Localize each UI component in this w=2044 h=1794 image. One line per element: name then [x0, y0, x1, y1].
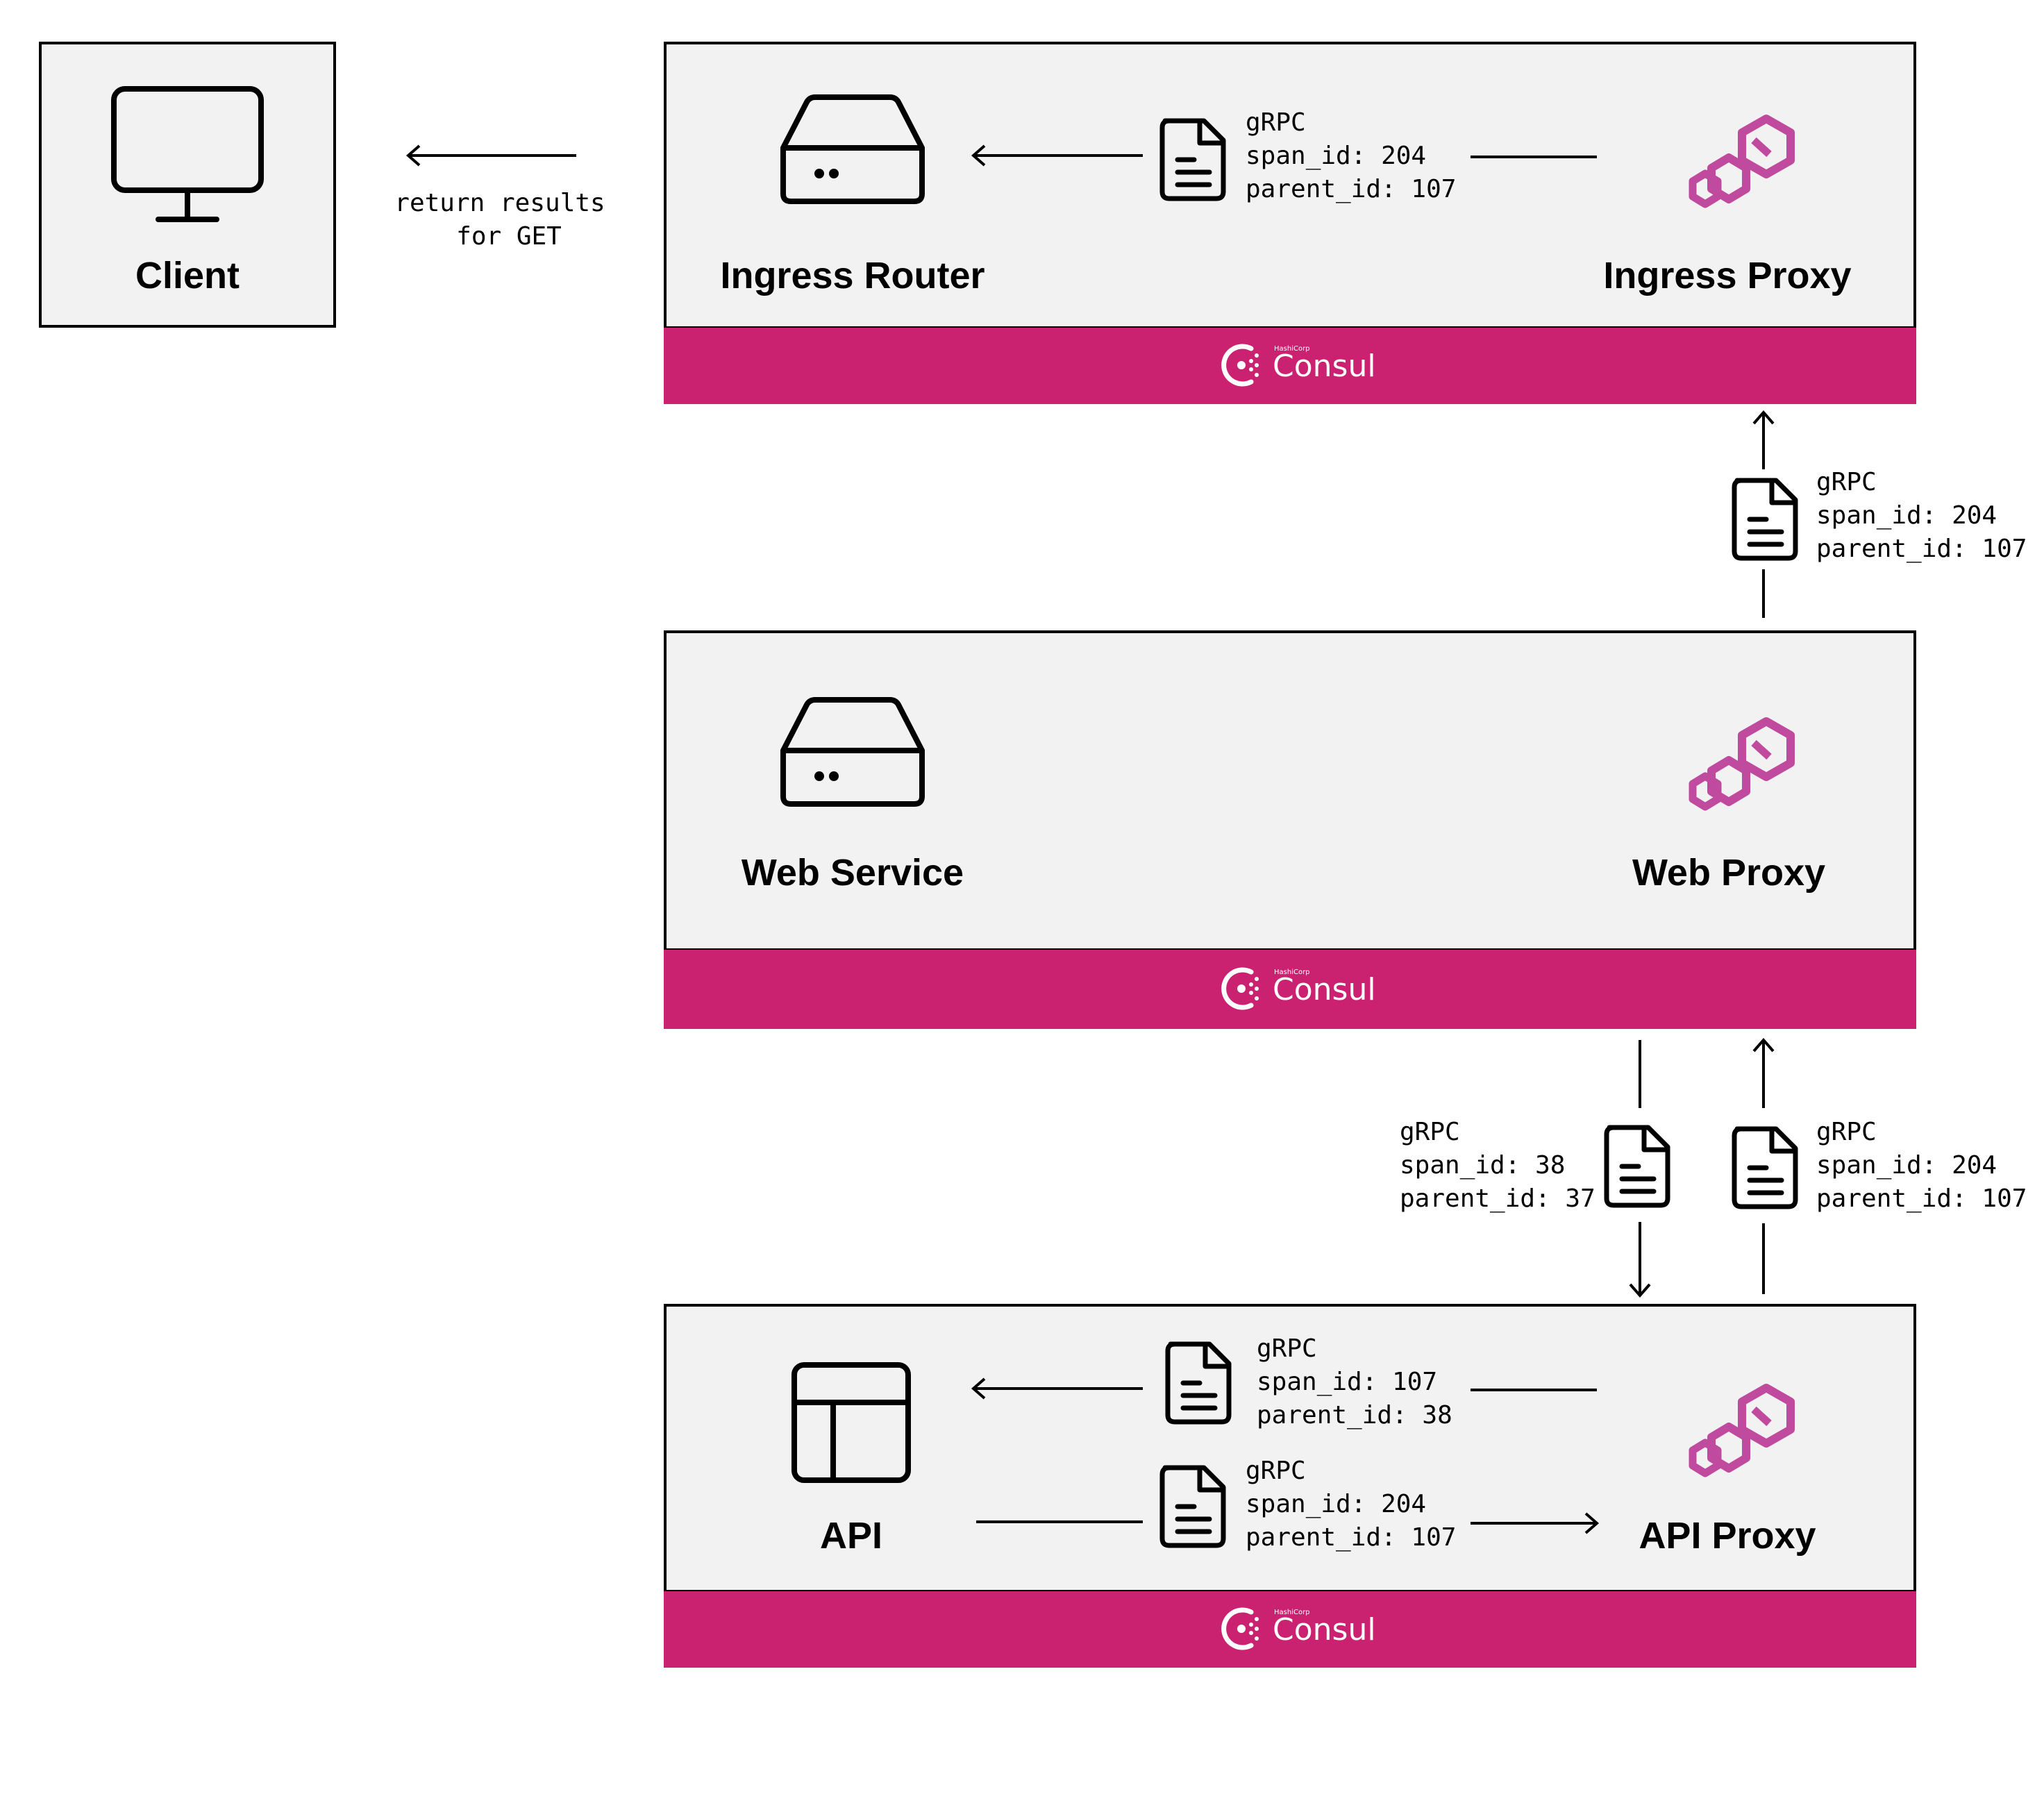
client-label: Client: [135, 255, 240, 296]
brand-name: Consul: [1273, 349, 1376, 384]
return-results-edge: return results for GET: [394, 144, 605, 251]
api-proxy-label: API Proxy: [1639, 1515, 1816, 1557]
grpc-label: gRPC: [1257, 1334, 1317, 1363]
brand-vendor: HashiCorp: [1274, 345, 1310, 353]
parent-id-label: parent_id: 38: [1257, 1401, 1452, 1430]
grpc-label: gRPC: [1400, 1118, 1460, 1146]
web-to-api-edge: gRPC span_id: 38 parent_id: 37: [1400, 1040, 1668, 1298]
api-to-web-edge: gRPC span_id: 204 parent_id: 107: [1734, 1037, 2027, 1294]
grpc-label: gRPC: [1246, 1457, 1306, 1485]
span-id-label: span_id: 204: [1816, 1151, 1997, 1180]
consul-logo: HashiCorp Consul: [1224, 1609, 1376, 1648]
api-label: API: [820, 1515, 882, 1557]
proxy-to-api-edge: gRPC span_id: 107 parent_id: 38: [971, 1334, 1597, 1430]
span-id-label: span_id: 204: [1246, 1490, 1426, 1518]
api-panel: HashiCorp Consul API API Proxy gRPC span…: [664, 1304, 1916, 1668]
parent-id-label: parent_id: 107: [1816, 1184, 2027, 1213]
brand-vendor: HashiCorp: [1274, 969, 1310, 976]
edge-label-line1: return results: [394, 189, 605, 217]
grpc-label: gRPC: [1816, 1118, 1877, 1146]
grpc-label: gRPC: [1816, 468, 1877, 496]
grpc-label: gRPC: [1246, 108, 1306, 137]
edge-label-line2: for GET: [456, 222, 562, 251]
parent-id-label: parent_id: 107: [1246, 1523, 1456, 1552]
document-icon: [1734, 480, 1795, 558]
brand-vendor: HashiCorp: [1274, 1609, 1310, 1616]
span-id-label: span_id: 107: [1257, 1368, 1437, 1396]
web-panel: HashiCorp Consul Web Service Web Proxy: [664, 630, 1916, 1029]
document-icon: [1607, 1127, 1668, 1205]
span-id-label: span_id: 204: [1816, 501, 1997, 530]
ingress-panel: HashiCorp Consul Ingress Router Ingress …: [664, 42, 1916, 404]
span-id-label: span_id: 204: [1246, 142, 1426, 170]
api-to-proxy-edge: gRPC span_id: 204 parent_id: 107: [976, 1457, 1600, 1552]
ingress-proxy-label: Ingress Proxy: [1603, 255, 1851, 296]
brand-name: Consul: [1273, 972, 1376, 1007]
parent-id-label: parent_id: 107: [1246, 175, 1456, 203]
span-id-label: span_id: 38: [1400, 1151, 1565, 1180]
brand-name: Consul: [1273, 1612, 1376, 1648]
ingress-router-label: Ingress Router: [720, 255, 985, 296]
web-proxy-label: Web Proxy: [1632, 852, 1825, 894]
web-to-ingress-edge: gRPC span_id: 204 parent_id: 107: [1734, 410, 2027, 618]
consul-logo: HashiCorp Consul: [1224, 345, 1376, 384]
client-box: Client: [39, 42, 336, 328]
consul-logo: HashiCorp Consul: [1224, 969, 1376, 1007]
document-icon: [1734, 1129, 1795, 1207]
web-service-label: Web Service: [742, 852, 964, 894]
layout-icon: [791, 1362, 911, 1483]
parent-id-label: parent_id: 107: [1816, 535, 2027, 563]
monitor-icon: [111, 86, 264, 222]
parent-id-label: parent_id: 37: [1400, 1184, 1595, 1213]
